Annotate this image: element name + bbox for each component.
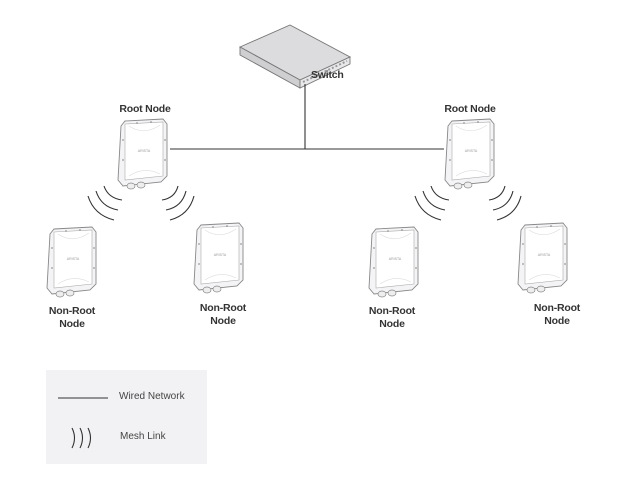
wired-connections	[170, 84, 444, 150]
legend: Wired Network Mesh Link	[46, 370, 207, 464]
root-node-2-label: Root Node	[444, 103, 496, 115]
switch-label: Switch	[311, 69, 344, 81]
non-root-node-3-device	[368, 226, 419, 298]
non-root-node-3-label: Non-Root Node	[368, 305, 416, 330]
non-root-node-1-device	[46, 226, 97, 298]
mesh-links	[87, 185, 522, 221]
root-node-1-device	[117, 118, 168, 190]
root-node-2-device	[444, 118, 495, 190]
non-root-node-2-label: Non-Root Node	[199, 302, 247, 327]
non-root-node-4-device	[517, 222, 568, 294]
legend-wired-label: Wired Network	[119, 391, 185, 402]
legend-mesh-label: Mesh Link	[120, 431, 166, 442]
mesh-wave-icon	[71, 427, 92, 449]
network-switch-icon	[238, 24, 352, 89]
non-root-node-2-device	[193, 222, 244, 294]
root-node-1-label: Root Node	[119, 103, 171, 115]
non-root-node-1-label: Non-Root Node	[48, 305, 96, 330]
legend-icons	[58, 397, 108, 449]
non-root-node-4-label: Non-Root Node	[533, 302, 581, 327]
